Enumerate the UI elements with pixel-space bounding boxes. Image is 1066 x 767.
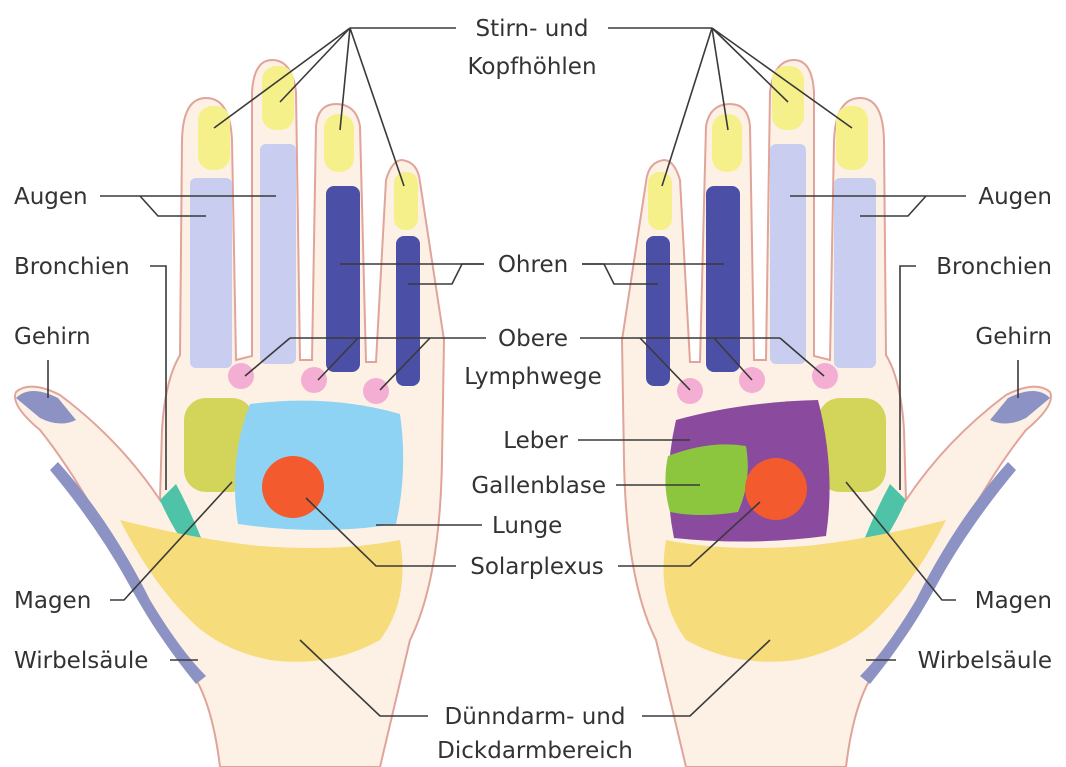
label-bronchien-right: Bronchien — [936, 254, 1052, 280]
label-bronchien-left: Bronchien — [14, 254, 130, 280]
label-augen-right: Augen — [978, 184, 1052, 210]
left-solar-plexus — [262, 456, 324, 518]
label-obere-line2: Lymphwege — [464, 364, 602, 390]
left-lymph-node2 — [301, 367, 327, 393]
left-ears-zone2 — [396, 236, 420, 386]
label-magen-left: Magen — [14, 588, 91, 614]
label-stirn-line1: Stirn- und — [475, 16, 588, 42]
label-darm-line2: Dickdarmbereich — [437, 738, 633, 764]
label-wirbel-left: Wirbelsäule — [14, 648, 148, 674]
label-gallenblase: Gallenblase — [471, 473, 606, 499]
label-leber: Leber — [503, 428, 568, 454]
right-ears-zone1 — [706, 186, 740, 372]
right-eyes-zone1 — [834, 178, 876, 368]
left-eyes-zone2 — [260, 144, 296, 364]
label-obere-line1: Obere — [498, 326, 568, 352]
right-ears-zone2 — [646, 236, 670, 386]
label-solarplexus: Solarplexus — [470, 554, 604, 580]
label-darm-line1: Dünndarm- und — [445, 704, 626, 730]
left-sinus-finger1 — [198, 106, 230, 170]
left-lymph-node1 — [228, 363, 254, 389]
right-sinus-finger4 — [648, 172, 672, 230]
left-sinus-finger4 — [394, 172, 418, 230]
label-ohren: Ohren — [498, 252, 568, 278]
label-gehirn-left: Gehirn — [14, 324, 91, 350]
right-solar-plexus — [745, 458, 807, 520]
label-stirn-line2: Kopfhöhlen — [467, 54, 596, 80]
right-gall-bladder-zone — [665, 444, 747, 515]
label-gehirn-right: Gehirn — [975, 324, 1052, 350]
label-augen-left: Augen — [14, 184, 88, 210]
right-lymph-node3 — [677, 378, 703, 404]
label-lunge: Lunge — [492, 513, 562, 539]
label-magen-right: Magen — [975, 588, 1052, 614]
right-eyes-zone2 — [770, 144, 806, 364]
left-lymph-node3 — [363, 378, 389, 404]
label-wirbel-right: Wirbelsäule — [918, 648, 1052, 674]
right-sinus-finger1 — [836, 106, 868, 170]
right-lymph-node1 — [812, 363, 838, 389]
left-ears-zone1 — [326, 186, 360, 372]
left-sinus-finger3 — [324, 114, 354, 172]
left-eyes-zone1 — [190, 178, 232, 368]
right-sinus-finger2 — [772, 66, 804, 130]
left-sinus-finger2 — [262, 66, 294, 130]
